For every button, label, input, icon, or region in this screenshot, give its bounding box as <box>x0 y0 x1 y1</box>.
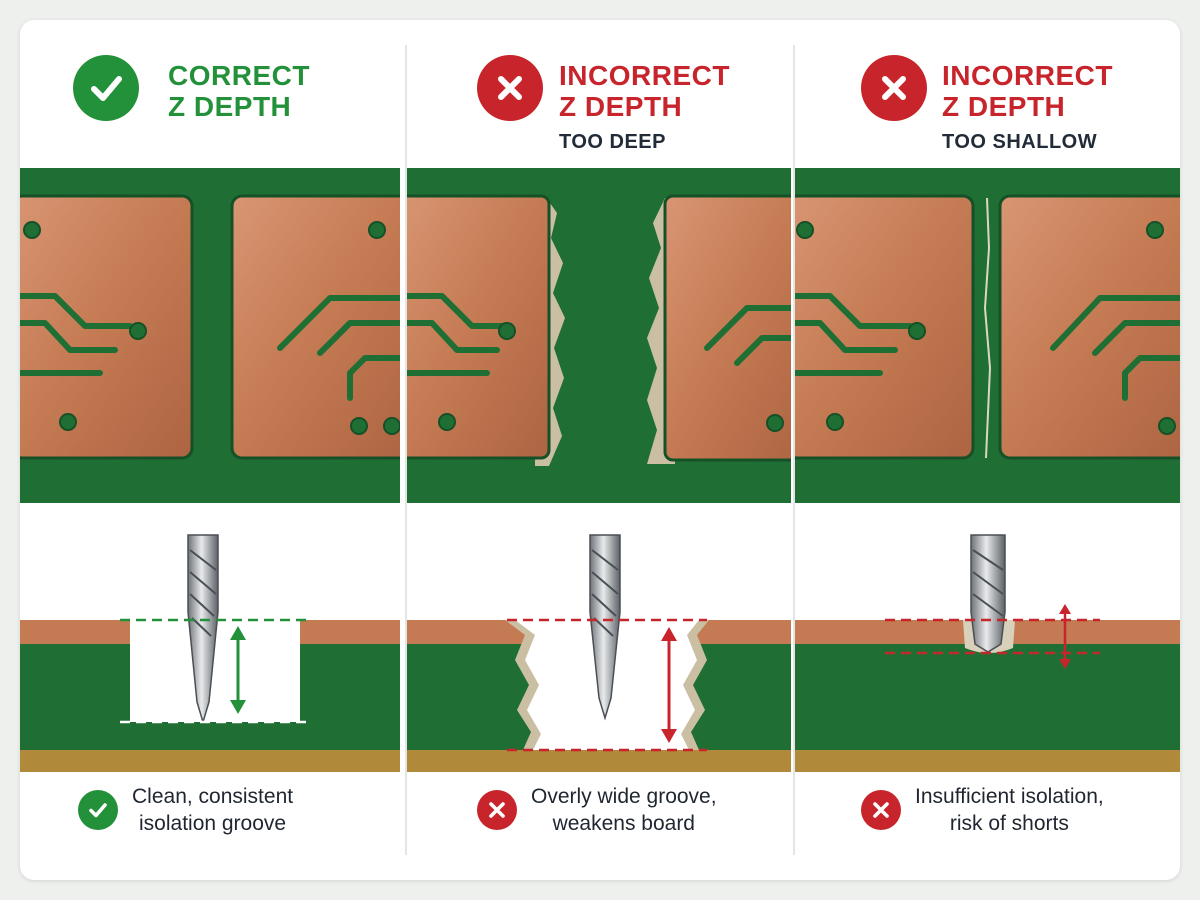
caption-line: Clean, consistent <box>132 785 294 808</box>
panel-title: INCORRECT Z DEPTH <box>942 60 1113 122</box>
panel-subtitle: TOO SHALLOW <box>942 131 1098 153</box>
panel-caption: Overly wide groove, weakens board <box>477 780 787 840</box>
end-mill-bit <box>589 534 621 721</box>
depth-arrow <box>1059 604 1071 669</box>
cross-section-view <box>407 534 791 772</box>
cross-section-view <box>20 534 400 772</box>
copper-pad <box>230 194 400 460</box>
title-line: CORRECT <box>168 60 310 91</box>
title-line: Z DEPTH <box>559 91 683 122</box>
trace-grooves <box>407 293 791 376</box>
shallow-cut-line <box>983 197 992 459</box>
panel-header: CORRECT Z DEPTH <box>20 20 406 170</box>
caption-line: weakens board <box>552 812 695 835</box>
cross-icon <box>477 55 543 121</box>
board-top-view <box>20 168 400 503</box>
caption-text: Clean, consistent isolation groove <box>132 783 293 837</box>
end-mill-bit <box>970 534 1006 653</box>
panel-too-shallow: INCORRECT Z DEPTH TOO SHALLOW <box>795 20 1180 880</box>
substrate-layer <box>795 642 1180 750</box>
comparison-card: CORRECT Z DEPTH <box>20 20 1180 880</box>
caption-line: Insufficient isolation, <box>915 785 1104 808</box>
trace-grooves <box>795 293 1180 401</box>
caption-text: Overly wide groove, weakens board <box>531 783 717 837</box>
panel-header: INCORRECT Z DEPTH TOO SHALLOW <box>795 20 1180 170</box>
board-top-view <box>407 168 791 503</box>
copper-pad <box>998 194 1180 460</box>
check-icon <box>78 790 118 830</box>
panel-caption: Clean, consistent isolation groove <box>78 780 398 840</box>
title-line: Z DEPTH <box>942 91 1066 122</box>
cross-icon <box>477 790 517 830</box>
base-layer <box>795 750 1180 772</box>
trace-grooves <box>20 293 400 401</box>
panel-title: CORRECT Z DEPTH <box>168 60 310 122</box>
panel-caption: Insufficient isolation, risk of shorts <box>861 780 1176 840</box>
panel-correct: CORRECT Z DEPTH <box>20 20 406 880</box>
panel-divider <box>405 45 407 855</box>
caption-line: risk of shorts <box>949 812 1069 835</box>
base-layer <box>20 750 400 772</box>
cross-icon <box>861 790 901 830</box>
end-mill-bit <box>187 534 219 725</box>
panel-too-deep: INCORRECT Z DEPTH TOO DEEP <box>407 20 793 880</box>
title-line: INCORRECT <box>942 60 1113 91</box>
board-top-view <box>795 168 1180 503</box>
cross-section-view <box>795 534 1180 772</box>
caption-text: Insufficient isolation, risk of shorts <box>915 783 1104 837</box>
via-holes <box>23 221 400 435</box>
base-layer <box>407 750 791 772</box>
panel-divider <box>793 45 795 855</box>
cross-icon <box>861 55 927 121</box>
check-icon <box>73 55 139 121</box>
depth-arrow <box>661 627 677 743</box>
caption-line: Overly wide groove, <box>531 785 717 808</box>
panel-header: INCORRECT Z DEPTH TOO DEEP <box>407 20 793 170</box>
caption-line: isolation groove <box>139 812 287 835</box>
panel-title: INCORRECT Z DEPTH <box>559 60 730 122</box>
via-holes <box>796 221 1176 435</box>
depth-arrow <box>230 626 246 714</box>
panel-subtitle: TOO DEEP <box>559 131 666 153</box>
title-line: INCORRECT <box>559 60 730 91</box>
title-line: Z DEPTH <box>168 91 292 122</box>
via-holes <box>438 322 784 432</box>
